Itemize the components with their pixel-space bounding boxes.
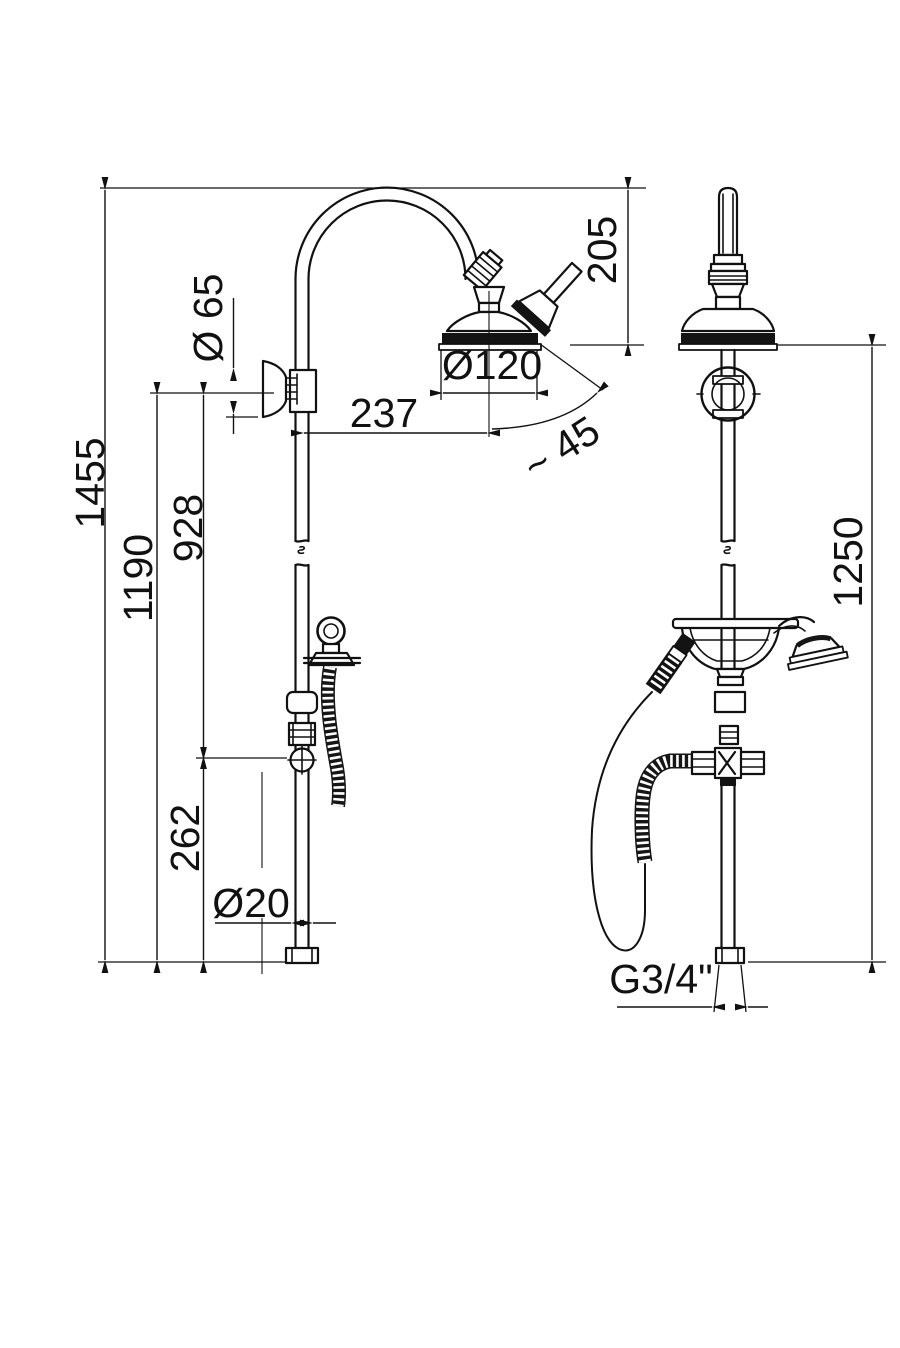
dim-flange-diameter-label: Ø 65 <box>185 274 231 363</box>
hand-shower-front <box>510 261 583 337</box>
diverter-assembly-front <box>285 690 319 775</box>
handset-handle-side <box>777 616 816 628</box>
dim-head-offset-label: 237 <box>350 390 418 436</box>
shower-head-front <box>438 285 542 437</box>
hand-shower-cradle <box>645 616 849 695</box>
dim-total-height-label: 1455 <box>67 437 113 528</box>
dim-thread-size-label: G3/4" <box>609 956 712 1002</box>
handset-holder-front <box>302 616 362 808</box>
cross-handle-icon <box>717 750 737 776</box>
dim-arc-swivel-angle <box>491 381 609 430</box>
dim-head-diameter-label: Ø120 <box>442 342 542 388</box>
shower-head-side <box>678 307 778 351</box>
riser-pipe-side <box>720 348 736 950</box>
hand-shower-hose-front <box>320 665 346 808</box>
dimension-lines <box>98 177 886 1013</box>
dim-arc-drop-label: 205 <box>579 216 625 284</box>
wall-bracket-side <box>696 366 761 422</box>
wall-flange <box>261 359 318 419</box>
side-view <box>590 186 849 965</box>
pipe-break-symbol <box>720 539 736 567</box>
bottom-fitting-side <box>714 946 746 965</box>
dim-swivel-angle-label: ~ 45 <box>515 407 608 490</box>
swivel-angle-reference-line <box>539 343 604 391</box>
dim-pipe-diameter-label: Ø20 <box>212 880 290 926</box>
diverter-valve-side <box>690 690 766 786</box>
dim-wall-to-diverter-label: 928 <box>165 494 211 562</box>
curved-shower-arm <box>294 186 480 281</box>
handset-hose-connector <box>645 632 696 695</box>
front-view <box>261 186 583 965</box>
swivel-joint <box>462 248 504 292</box>
dim-side-height-label: 1250 <box>825 516 871 607</box>
dim-diverter-to-floor-label: 262 <box>162 804 208 872</box>
handset-head-side <box>787 635 849 671</box>
bottom-fitting-front <box>284 946 320 965</box>
pipe-break-symbol <box>294 539 310 567</box>
dimension-labels: 1455 1190 928 262 Ø 65 237 Ø120 205 ~ 45… <box>67 216 871 1002</box>
hand-shower-hose-side <box>590 691 694 952</box>
dim-wall-connection-height-label: 1190 <box>115 534 161 622</box>
top-knob-side <box>707 186 749 311</box>
